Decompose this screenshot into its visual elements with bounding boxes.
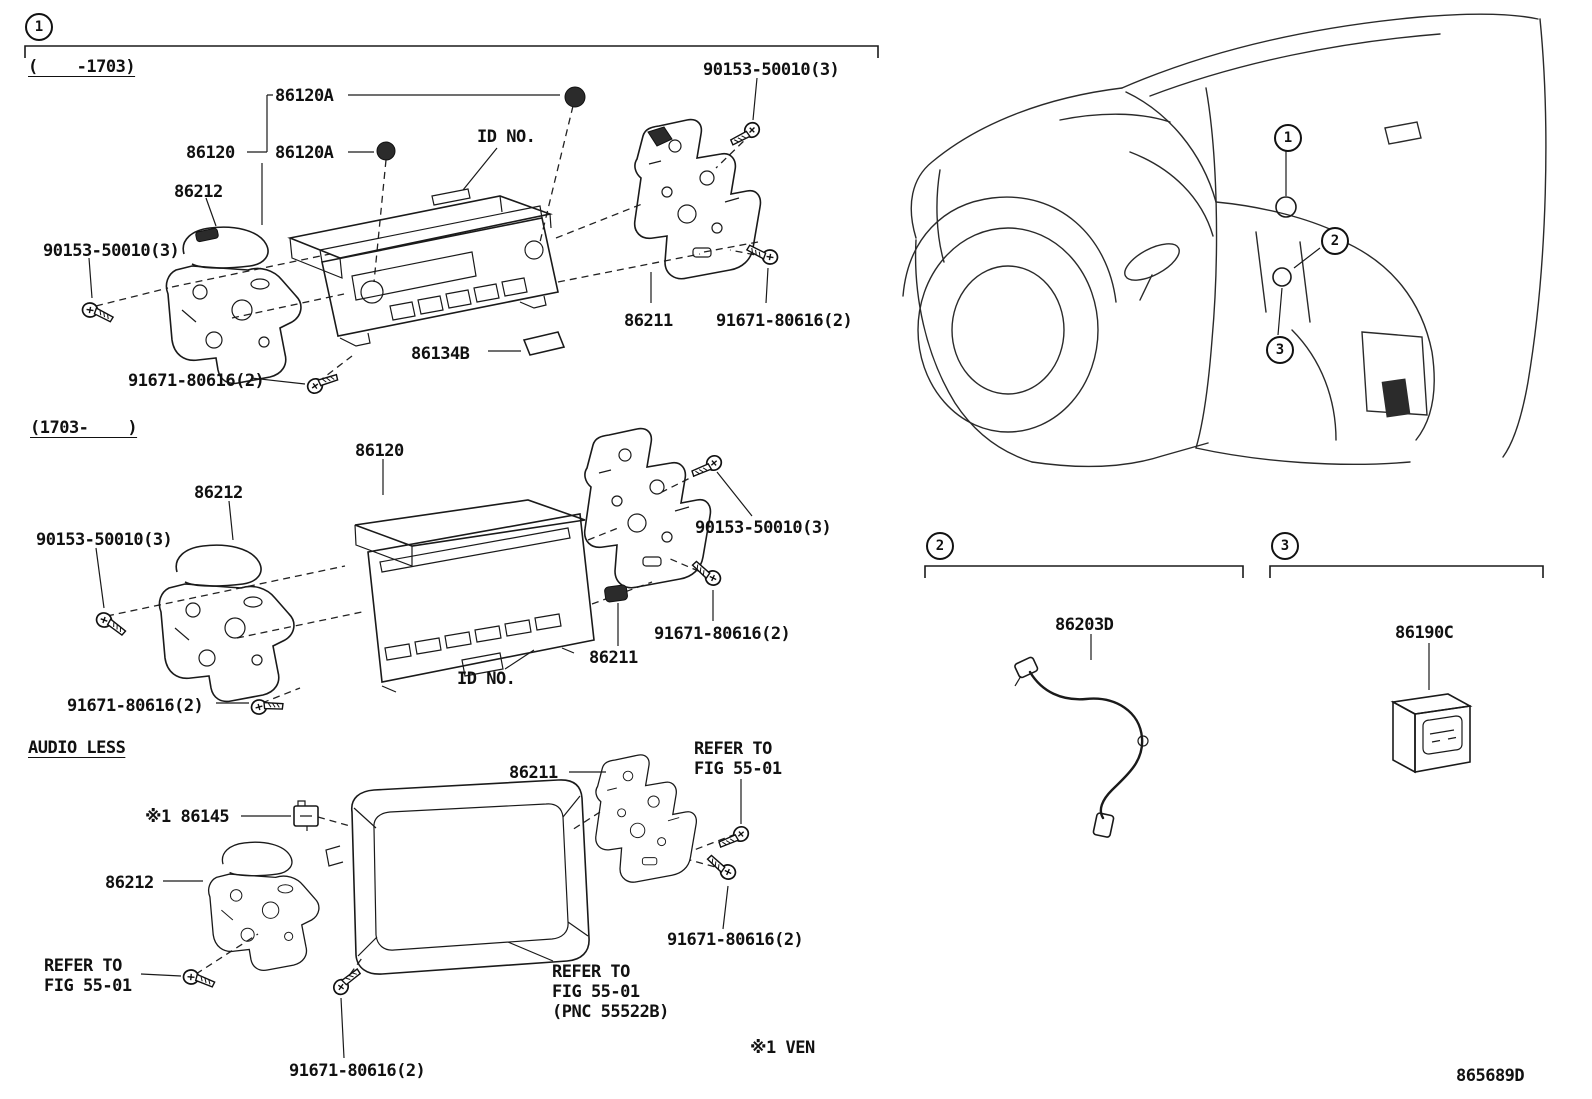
bracket-86211-s2 <box>583 427 712 589</box>
part-86134B-shape <box>522 331 566 356</box>
part-label-86120-s2: 86120 <box>355 441 404 461</box>
screw-label-91671-s1-left: 91671-80616(2) <box>128 371 265 391</box>
screw-glyph <box>249 693 286 718</box>
section2-assembly <box>93 427 753 718</box>
screw-label-91671-s2-left: 91671-80616(2) <box>67 696 204 716</box>
part-label-86212-s1: 86212 <box>174 182 223 202</box>
id-no-label-s1: ID NO. <box>477 127 536 147</box>
section1-bracket-line <box>24 45 879 58</box>
screw-label-90153-s1-left: 90153-50010(3) <box>43 241 180 261</box>
part-label-86145: ※1 86145 <box>145 807 230 827</box>
screw-glyph <box>689 451 726 485</box>
refer-label-top-right-1: REFER TO <box>694 739 772 759</box>
refer-label-top-right-2: FIG 55-01 <box>694 759 782 779</box>
antenna-cord-86203D <box>1014 634 1149 838</box>
screw-glyph <box>303 365 341 398</box>
detail3-callout: 3 <box>1271 532 1299 560</box>
note-ven-label: ※1 VEN <box>750 1038 815 1058</box>
screw-label-91671-s2-right: 91671-80616(2) <box>654 624 791 644</box>
screw-glyph <box>330 962 363 999</box>
screw-label-91671-s1-right: 91671-80616(2) <box>716 311 853 331</box>
vehicle-callout-3: 3 <box>1266 336 1294 364</box>
detail3-bracket-line <box>1269 565 1544 578</box>
detail2-bracket-line <box>924 565 1244 578</box>
detail2-callout: 2 <box>926 532 954 560</box>
part-label-86211-s1: 86211 <box>624 311 673 331</box>
vehicle-callout-1: 1 <box>1274 124 1302 152</box>
screw-label-90153-s2-right: 90153-50010(3) <box>695 518 832 538</box>
part-label-86134b: 86134B <box>411 344 470 364</box>
vehicle-callout-2: 2 <box>1321 227 1349 255</box>
section2-range-label: (1703- ) <box>30 418 138 438</box>
refer-label-bottom-center-2: FIG 55-01 <box>552 982 640 1002</box>
radio-unit-post1703 <box>354 499 595 693</box>
section1-assembly <box>80 77 780 398</box>
part-label-86120a-top: 86120A <box>275 86 334 106</box>
section1-callout: 1 <box>25 13 53 41</box>
screw-glyph <box>728 118 764 153</box>
part-label-86211-s3: 86211 <box>509 763 558 783</box>
id-no-label-s2: ID NO. <box>457 669 516 689</box>
screw-label-90153-s1-right: 90153-50010(3) <box>703 60 840 80</box>
part-label-86190c: 86190C <box>1395 623 1454 643</box>
section3-title: AUDIO LESS <box>28 738 126 758</box>
blank-panel <box>325 779 590 975</box>
doc-number: 865689D <box>1456 1066 1525 1086</box>
section1-range-label: ( -1703) <box>28 57 136 77</box>
refer-label-bottom-center-1: REFER TO <box>552 962 630 982</box>
vehicle-sketch <box>902 13 1547 468</box>
bracket-86212-s2 <box>158 544 295 703</box>
part-86145-shape <box>293 800 319 831</box>
part-label-86120-s1: 86120 <box>186 143 235 163</box>
part-label-86212-s2: 86212 <box>194 483 243 503</box>
part-label-86212-s3: 86212 <box>105 873 154 893</box>
radio-unit-pre1703 <box>287 188 559 347</box>
bracket-86211-s3 <box>595 754 697 883</box>
part-label-86203d: 86203D <box>1055 615 1114 635</box>
usb-adapter-86190C <box>1390 643 1473 774</box>
section3-assembly <box>140 754 753 1059</box>
refer-label-bottom-left-1: REFER TO <box>44 956 122 976</box>
screw-label-90153-s2-left: 90153-50010(3) <box>36 530 173 550</box>
part-label-86120a-mid: 86120A <box>275 143 334 163</box>
part-label-86211-s2: 86211 <box>589 648 638 668</box>
screw-label-91671-s3-right: 91671-80616(2) <box>667 930 804 950</box>
screw-glyph <box>702 853 740 883</box>
refer-label-bottom-center-3: (PNC 55522B) <box>552 1002 669 1022</box>
refer-label-bottom-left-2: FIG 55-01 <box>44 976 132 996</box>
bracket-86212-s3 <box>207 841 320 972</box>
screw-label-91671-s3-bottom: 91671-80616(2) <box>289 1061 426 1081</box>
bracket-86212-s1 <box>165 226 302 385</box>
